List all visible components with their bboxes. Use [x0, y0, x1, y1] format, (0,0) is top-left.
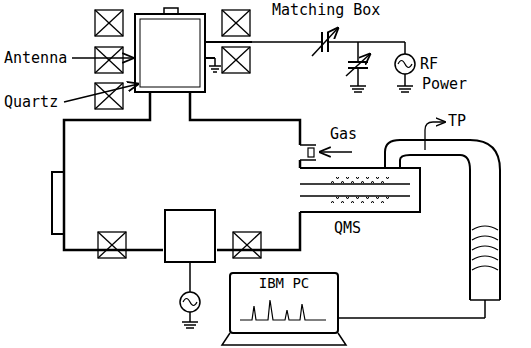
qms-and-pump [300, 122, 500, 318]
part-label: Power [422, 76, 467, 93]
part-label: Gas [330, 126, 357, 143]
magnet-coils [95, 10, 261, 258]
part-label: Matching Box [272, 2, 380, 19]
matching-network [252, 28, 415, 92]
leader-arrows [64, 58, 138, 102]
screen-text: IBM PC [231, 274, 337, 291]
monitor-screen: IBM PC [229, 272, 339, 334]
process-chamber [52, 92, 316, 250]
part-label: RF [420, 56, 438, 73]
computer-monitor [222, 300, 346, 345]
source-chamber [135, 8, 252, 92]
part-label: QMS [334, 220, 361, 237]
substrate-holder [165, 210, 215, 328]
part-label: TP [448, 113, 466, 130]
part-label: Antenna [4, 50, 67, 67]
part-label: Quartz [4, 94, 58, 111]
